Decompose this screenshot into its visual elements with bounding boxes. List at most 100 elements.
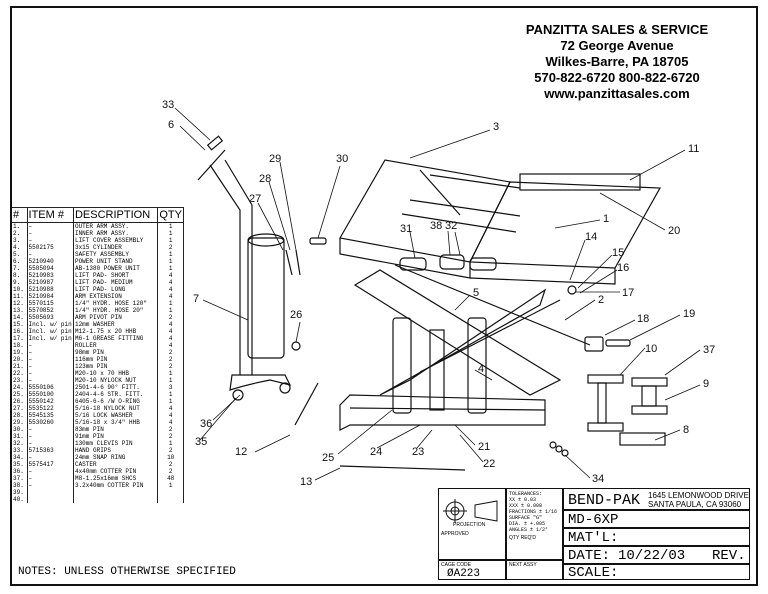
- parts-cell-num: 32.: [13, 440, 24, 447]
- parts-table-row: 39.: [12, 489, 184, 496]
- parts-cell-item: [26, 496, 74, 503]
- parts-cell-item: Incl. w/ pin: [26, 321, 74, 328]
- callout-1: 1: [603, 213, 609, 225]
- parts-cell-desc: 2404-4-6 STR. FITT.: [72, 391, 158, 398]
- callout-5: 5: [473, 287, 479, 299]
- parts-cell-num: 13.: [13, 307, 24, 314]
- dealer-website: www.panzittasales.com: [544, 86, 690, 101]
- callout-9: 9: [703, 378, 709, 390]
- parts-cell-qty: 10: [157, 454, 184, 461]
- drawing-sheet-border: [10, 6, 758, 586]
- callout-13: 13: [300, 476, 312, 488]
- power-unit-stand: [209, 159, 292, 401]
- parts-table-header: # ITEM # DESCRIPTION QTY: [12, 207, 184, 223]
- parts-cell-desc: LIFT PAD- MEDIUM: [72, 279, 158, 286]
- parts-cell-qty: 4: [157, 321, 184, 328]
- header-description: DESCRIPTION: [72, 207, 158, 223]
- parts-cell-item: 5530260: [26, 419, 74, 426]
- material-cell: MAT'L:: [563, 528, 750, 546]
- parts-cell-qty: 4: [157, 412, 184, 419]
- parts-cell-num: 10.: [13, 286, 24, 293]
- callout-21: 21: [478, 441, 490, 453]
- parts-cell-item: –: [26, 468, 74, 475]
- projection-symbol-icon: [443, 499, 498, 523]
- parts-cell-desc: 12mm WASHER: [72, 321, 158, 328]
- parts-cell-item: 5210983: [26, 272, 74, 279]
- parts-cell-num: 38.: [13, 482, 24, 489]
- parts-cell-desc: 5/16-18 NYLOCK NUT: [72, 405, 158, 412]
- callout-33: 33: [162, 99, 174, 111]
- parts-cell-desc: M12-1.75 x 20 HHB: [72, 328, 158, 335]
- parts-cell-desc: 4x40mm COTTER PIN: [72, 468, 158, 475]
- hydraulic-hoses: [294, 382, 466, 471]
- callout-32: 32: [445, 220, 457, 232]
- parts-cell-qty: 1: [157, 222, 184, 230]
- parts-cell-item: 5505693: [26, 314, 74, 321]
- tolerance-line: FRACTIONS ± 1/16: [509, 509, 558, 515]
- hand-grips: [197, 135, 226, 181]
- parts-cell-item: –: [26, 237, 74, 244]
- callout-7: 7: [193, 293, 199, 305]
- parts-cell-qty: 1: [157, 230, 184, 237]
- callout-36: 36: [200, 418, 212, 430]
- dealer-city: Wilkes-Barre, PA 18705: [545, 54, 689, 69]
- parts-cell-desc: M6-1 GREASE FITTING: [72, 335, 158, 342]
- cage-code-label: CAGE CODE: [441, 562, 472, 568]
- parts-cell-item: 5535122: [26, 405, 74, 412]
- parts-cell-item: 5545135: [26, 412, 74, 419]
- scale-cell: SCALE:: [563, 564, 750, 581]
- parts-cell-qty: 2: [157, 314, 184, 321]
- parts-cell-desc: 83mm PIN: [72, 426, 158, 433]
- parts-cell-qty: 1: [157, 440, 184, 447]
- callout-10: 10: [645, 343, 657, 355]
- model-number: MD-6XP: [568, 512, 619, 528]
- callout-20: 20: [668, 225, 680, 237]
- parts-cell-qty: 1: [157, 265, 184, 272]
- parts-cell-desc: M20-10 NYLOCK NUT: [72, 377, 158, 384]
- parts-cell-qty: 1: [157, 391, 184, 398]
- parts-cell-desc: 5/16 LOCK WASHER: [72, 412, 158, 419]
- callout-6: 6: [168, 119, 174, 131]
- parts-cell-qty: 2: [157, 349, 184, 356]
- parts-cell-item: –: [26, 482, 74, 489]
- cage-code-cell: CAGE CODE ØA223: [438, 560, 506, 580]
- date-rev-cell: DATE: 10/22/03 REV.: [563, 546, 750, 564]
- parts-cell-num: 29.: [13, 419, 24, 426]
- callout-27: 27: [249, 193, 261, 205]
- parts-cell-desc: 1/4" HYDR. HOSE 20": [72, 307, 158, 314]
- parts-cell-num: 23.: [13, 377, 24, 384]
- dealer-phones: 570-822-6720 800-822-6720: [534, 70, 700, 85]
- parts-cell-item: –: [26, 356, 74, 363]
- parts-cell-item: 5210984: [26, 293, 74, 300]
- parts-cell-qty: 3: [157, 384, 184, 391]
- callout-12: 12: [235, 446, 247, 458]
- callout-17: 17: [622, 287, 634, 299]
- parts-cell-item: 5210940: [26, 258, 74, 265]
- callout-34: 34: [592, 473, 604, 485]
- parts-cell-num: 17.: [13, 335, 24, 342]
- next-assy-cell: NEXT ASSY: [506, 560, 563, 580]
- parts-cell-item: –: [26, 342, 74, 349]
- parts-cell-desc: M8-1.25x16mm SHCS: [72, 475, 158, 482]
- parts-cell-qty: [157, 496, 184, 503]
- parts-cell-qty: 1: [157, 377, 184, 384]
- parts-cell-item: –: [26, 370, 74, 377]
- parts-table-row: 1.–OUTER ARM ASSY.1: [12, 222, 184, 230]
- parts-cell-num: 4.: [13, 244, 21, 251]
- dealer-street: 72 George Avenue: [560, 38, 674, 53]
- parts-cell-num: 15.: [13, 321, 24, 328]
- callout-28: 28: [259, 173, 271, 185]
- parts-cell-num: 11.: [13, 293, 24, 300]
- callout-35: 35: [195, 436, 207, 448]
